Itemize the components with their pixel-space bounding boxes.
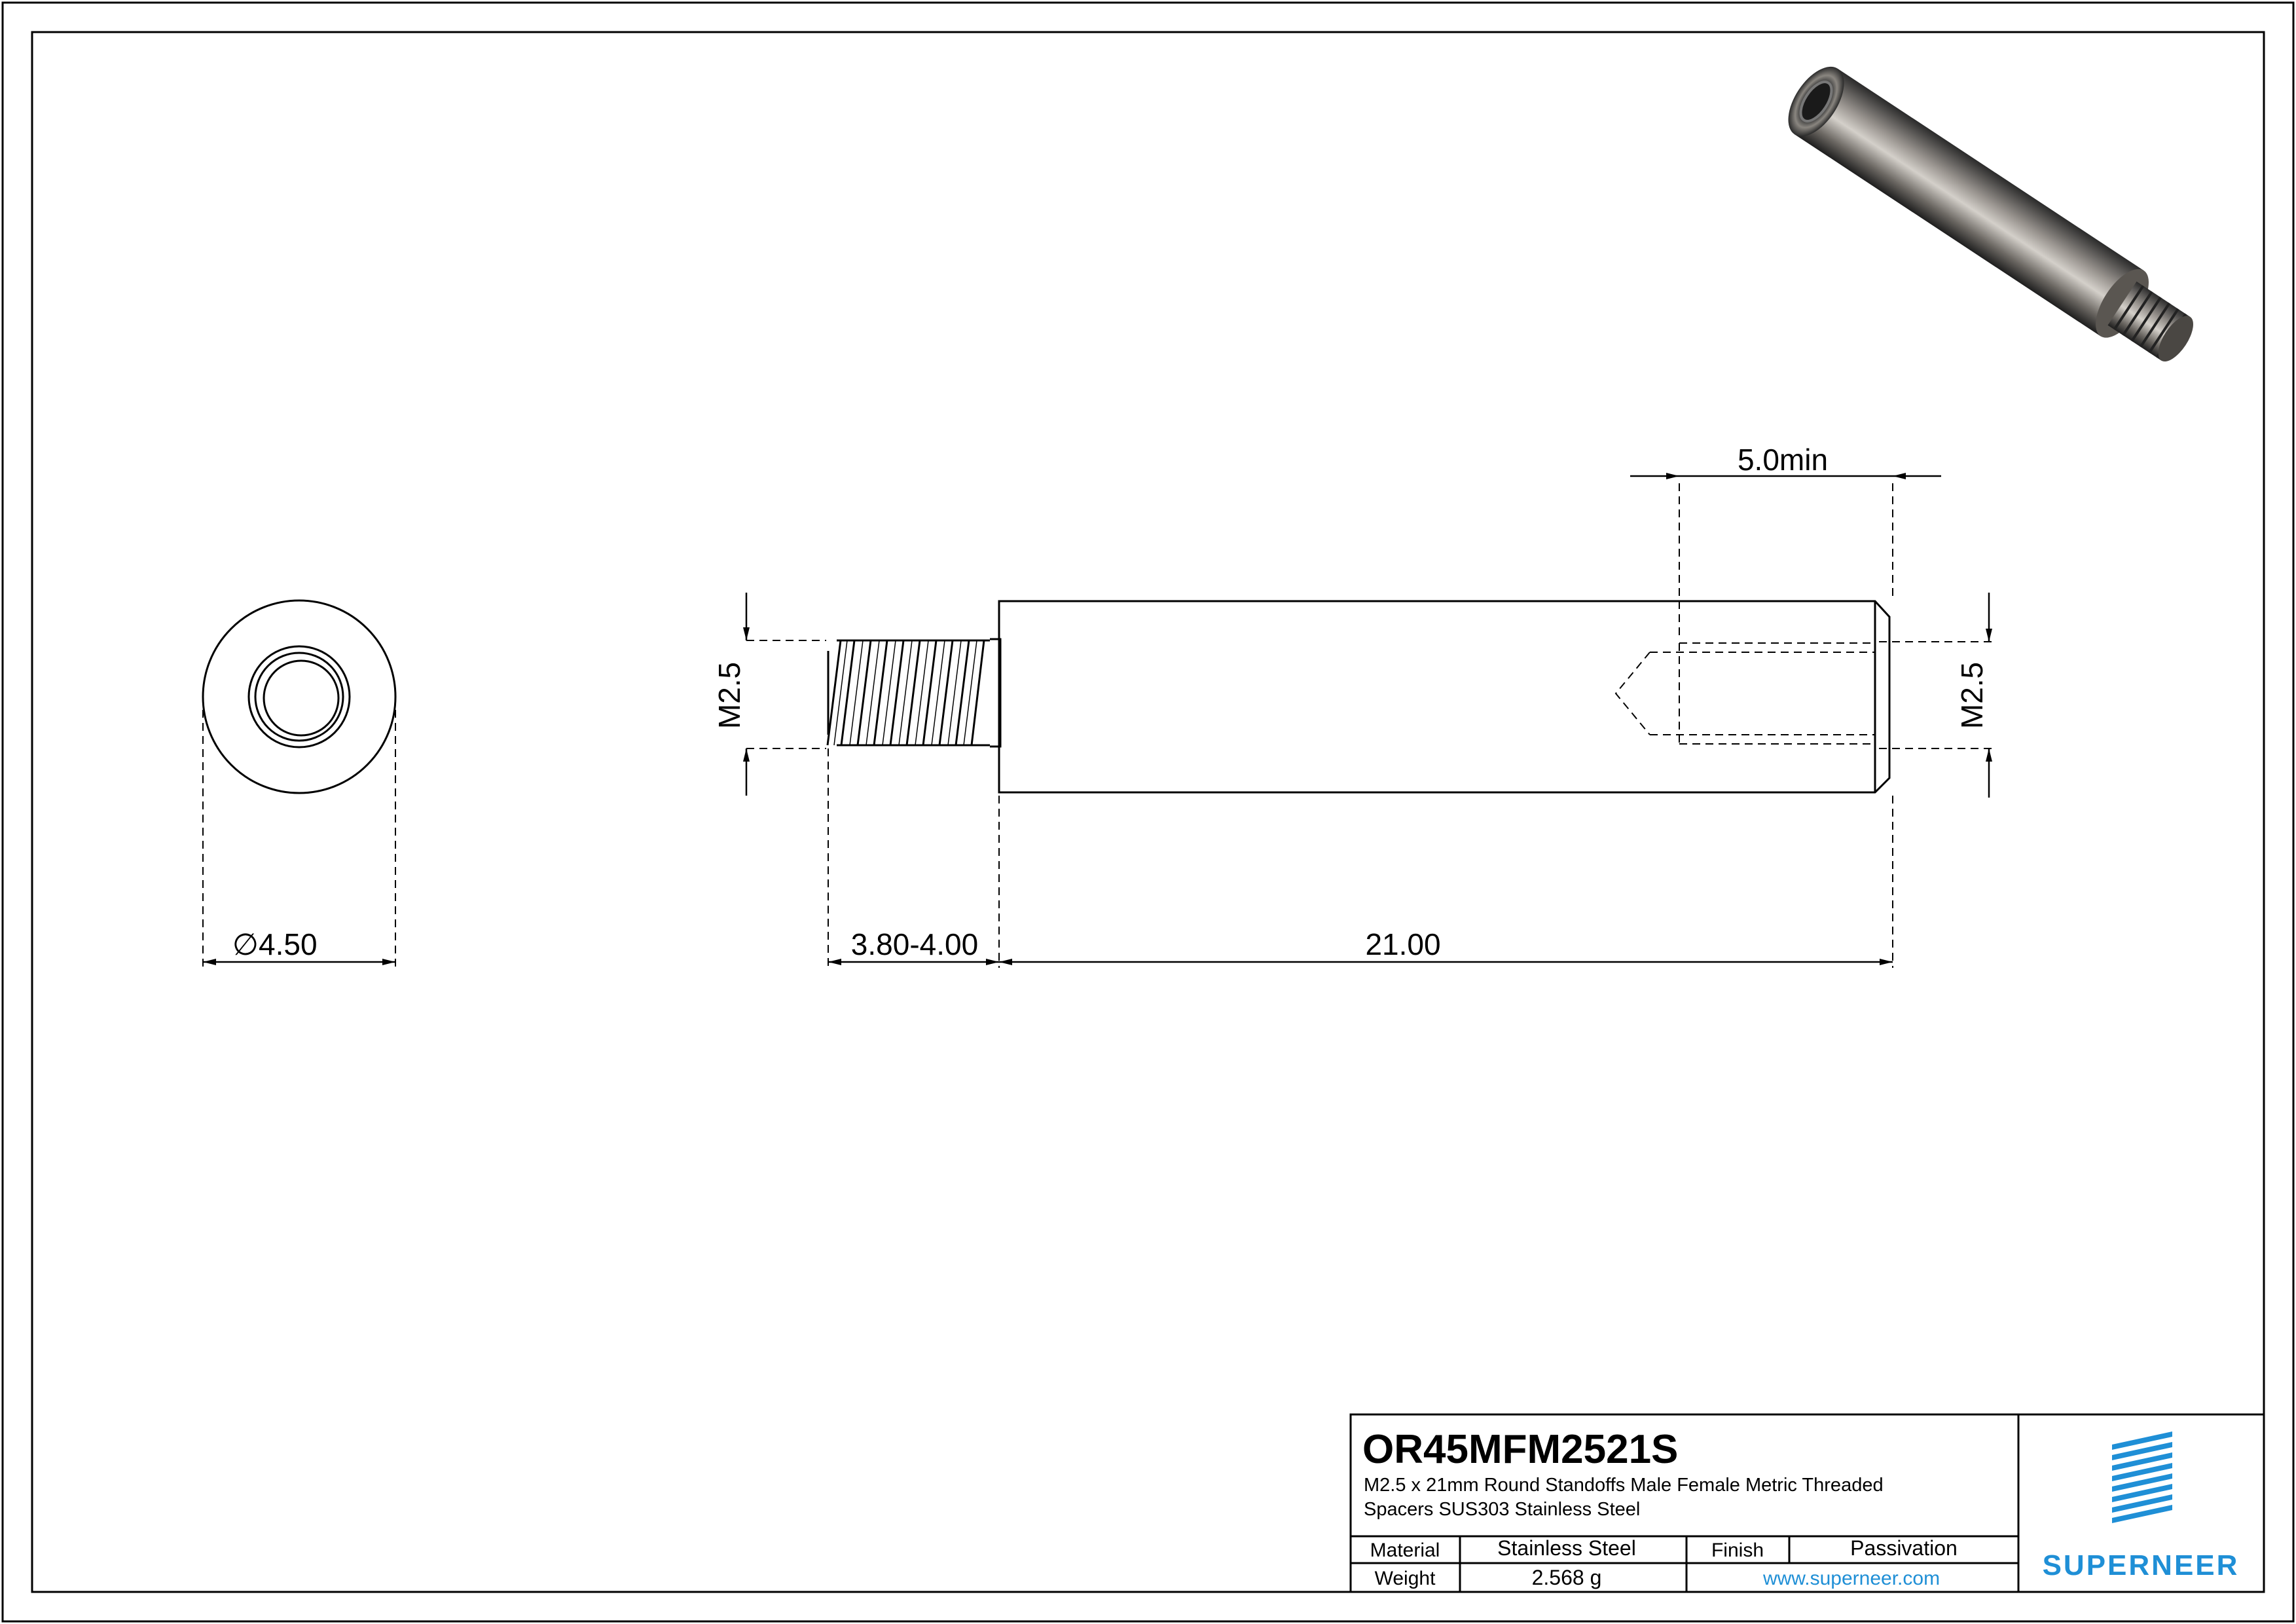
weight-value: 2.568 g [1532,1566,1602,1589]
material-label: Material [1370,1540,1440,1561]
female-tapped-hole [1614,642,1875,745]
isometric-render [1788,66,2193,362]
tap-depth-label: 5.0min [1738,443,1828,477]
tap-depth-dim [1630,473,1941,640]
female-thread-dim [1879,593,1995,798]
body-length-label: 21.00 [1365,927,1440,961]
standoff-body [998,600,1891,794]
material-value: Stainless Steel [1497,1536,1636,1560]
sheet-inner-border [31,31,2265,1593]
brand-name: SUPERNEER [2043,1549,2240,1581]
length-dims [828,748,1893,968]
male-thread [826,638,1002,748]
weight-label: Weight [1375,1568,1436,1589]
description-line-2: Spacers SUS303 Stainless Steel [1364,1499,1640,1520]
male-thread-dim [743,593,826,796]
diameter-value: 4.50 [259,927,318,961]
part-number: OR45MFM2521S [1362,1427,1678,1472]
female-thread-label: M2.5 [1955,662,1989,729]
end-view [202,599,397,968]
title-block [1349,1413,2265,1593]
finish-value: Passivation [1850,1536,1958,1560]
diameter-symbol: ∅ [232,927,259,961]
male-thread-label: M2.5 [712,662,746,729]
description-line-1: M2.5 x 21mm Round Standoffs Male Female … [1364,1475,1884,1496]
website-link[interactable]: www.superneer.com [1762,1568,1940,1589]
finish-label: Finish [1711,1540,1764,1561]
brand-logo-icon [2112,1431,2172,1523]
thread-length-label: 3.80-4.00 [851,927,978,961]
